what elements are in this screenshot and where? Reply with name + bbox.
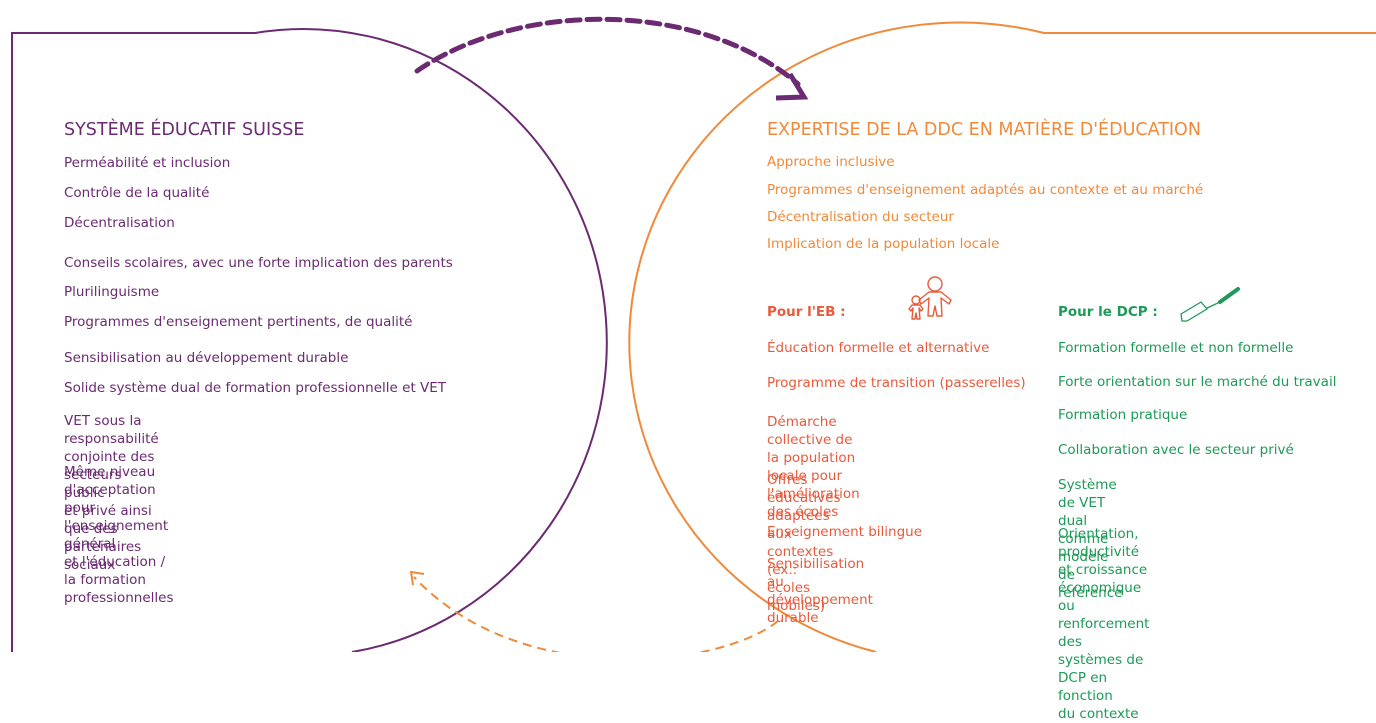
eb-item: Programme de transition (passerelles) xyxy=(767,375,1026,391)
eb-item: Sensibilisation au développement durable xyxy=(767,556,873,626)
dcp-label: Pour le DCP : xyxy=(1058,304,1158,320)
right-item: Implication de la population locale xyxy=(767,236,1000,252)
left-item: Contrôle de la qualité xyxy=(64,185,210,201)
family-icon xyxy=(908,276,952,320)
top-dashed-arrow xyxy=(414,16,801,87)
left-item: Même niveau d'acceptation pour l'enseign… xyxy=(64,464,174,606)
diagram: SYSTÈME ÉDUCATIF SUISSE Perméabilité et … xyxy=(11,16,1376,722)
bottom-arrowhead-icon xyxy=(409,570,425,586)
left-item: Solide système dual de formation profess… xyxy=(64,380,447,396)
eb-label: Pour l'EB : xyxy=(767,304,846,320)
eb-item: Enseignement bilingue xyxy=(767,524,923,540)
left-title: SYSTÈME ÉDUCATIF SUISSE xyxy=(64,120,305,140)
eb-item: Offres éducatives adaptées aux contextes… xyxy=(767,472,841,614)
top-arrowhead-icon xyxy=(775,72,809,101)
right-item: Approche inclusive xyxy=(767,154,895,170)
dcp-item: Orientation, productivité et croissance … xyxy=(1058,526,1150,722)
left-item: Décentralisation xyxy=(64,215,175,231)
left-item: Sensibilisation au développement durable xyxy=(64,350,349,366)
diagram-graphics xyxy=(11,16,1376,652)
dcp-item: Forte orientation sur le marché du trava… xyxy=(1058,374,1337,390)
right-circle-outline xyxy=(628,21,1376,652)
dcp-item: Formation pratique xyxy=(1058,407,1188,423)
right-item: Programmes d'enseignement adaptés au con… xyxy=(767,182,1204,198)
screwdriver-icon xyxy=(1180,287,1240,322)
eb-item: Éducation formelle et alternative xyxy=(767,340,990,356)
bottom-dashed-arrow xyxy=(413,576,779,652)
left-item: Programmes d'enseignement pertinents, de… xyxy=(64,314,413,330)
dcp-item: Système de VET dual comme modèle de réfé… xyxy=(1058,477,1123,601)
left-circle-outline xyxy=(11,28,608,652)
left-item: Plurilinguisme xyxy=(64,284,160,300)
dcp-item: Collaboration avec le secteur privé xyxy=(1058,442,1294,458)
right-item: Décentralisation du secteur xyxy=(767,209,954,225)
eb-item: Démarche collective de la population loc… xyxy=(767,414,860,520)
left-item: Perméabilité et inclusion xyxy=(64,155,231,171)
left-item: VET sous la responsabilité conjointe des… xyxy=(64,413,159,573)
dcp-item: Formation formelle et non formelle xyxy=(1058,340,1294,356)
left-item: Conseils scolaires, avec une forte impli… xyxy=(64,255,453,271)
right-title: EXPERTISE DE LA DDC EN MATIÈRE D'ÉDUCATI… xyxy=(767,120,1201,140)
